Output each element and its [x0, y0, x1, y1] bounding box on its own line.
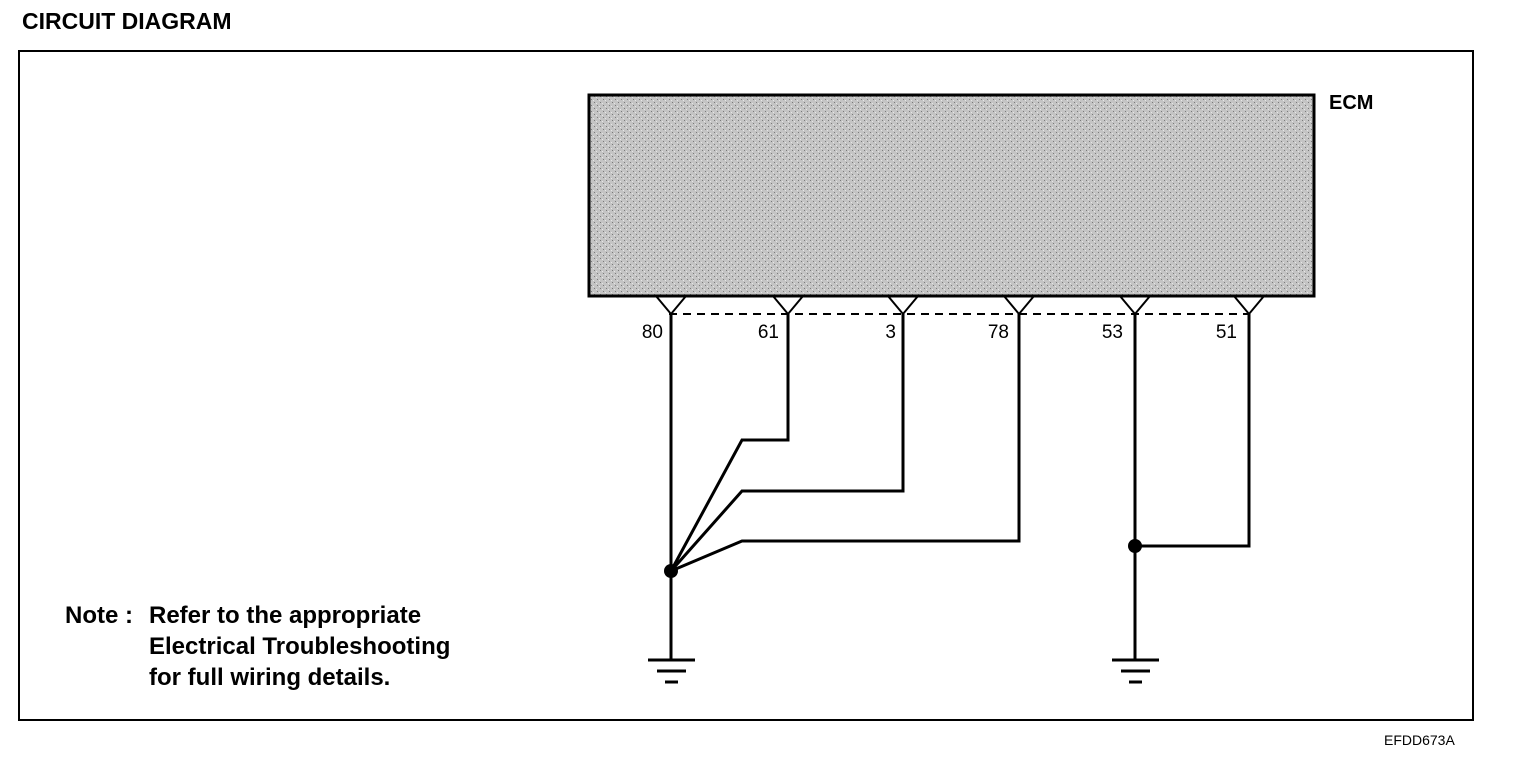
- pin-terminal-53: [1119, 295, 1151, 316]
- wire-3: [669, 314, 905, 572]
- pin-label-51: 51: [1215, 322, 1237, 343]
- wire-78: [670, 314, 1021, 573]
- pin-terminal-3: [887, 295, 919, 316]
- page-title: CIRCUIT DIAGRAM: [22, 8, 232, 34]
- pin-label-53: 53: [1101, 322, 1123, 343]
- splice-right: [1128, 539, 1142, 553]
- note-prefix: Note :: [65, 602, 133, 629]
- document-code: EFDD673A: [1384, 732, 1455, 748]
- pin-terminal-78: [1003, 295, 1035, 316]
- pin-label-78: 78: [987, 322, 1009, 343]
- splice-left: [664, 564, 678, 578]
- note-line-2: Electrical Troubleshooting: [149, 633, 451, 660]
- diagram-frame: [18, 50, 1474, 721]
- ground-left-icon: [648, 658, 695, 684]
- pin-terminal-80: [655, 295, 687, 316]
- pin-label-80: 80: [641, 322, 663, 343]
- pin-label-3: 3: [885, 322, 896, 343]
- ecm-module: [587, 93, 1316, 298]
- pin-terminal-51: [1233, 295, 1265, 316]
- wire-51: [1135, 314, 1251, 548]
- note-block: Note : Refer to the appropriate Electrica…: [65, 600, 450, 693]
- wire-61: [669, 314, 790, 572]
- pin-label-61: 61: [757, 322, 779, 343]
- ecm-label: ECM: [1329, 92, 1374, 114]
- note-line-3: for full wiring details.: [149, 664, 391, 691]
- ground-right-icon: [1112, 658, 1159, 684]
- note-line-1: Refer to the appropriate: [149, 602, 422, 629]
- pin-terminal-61: [772, 295, 804, 316]
